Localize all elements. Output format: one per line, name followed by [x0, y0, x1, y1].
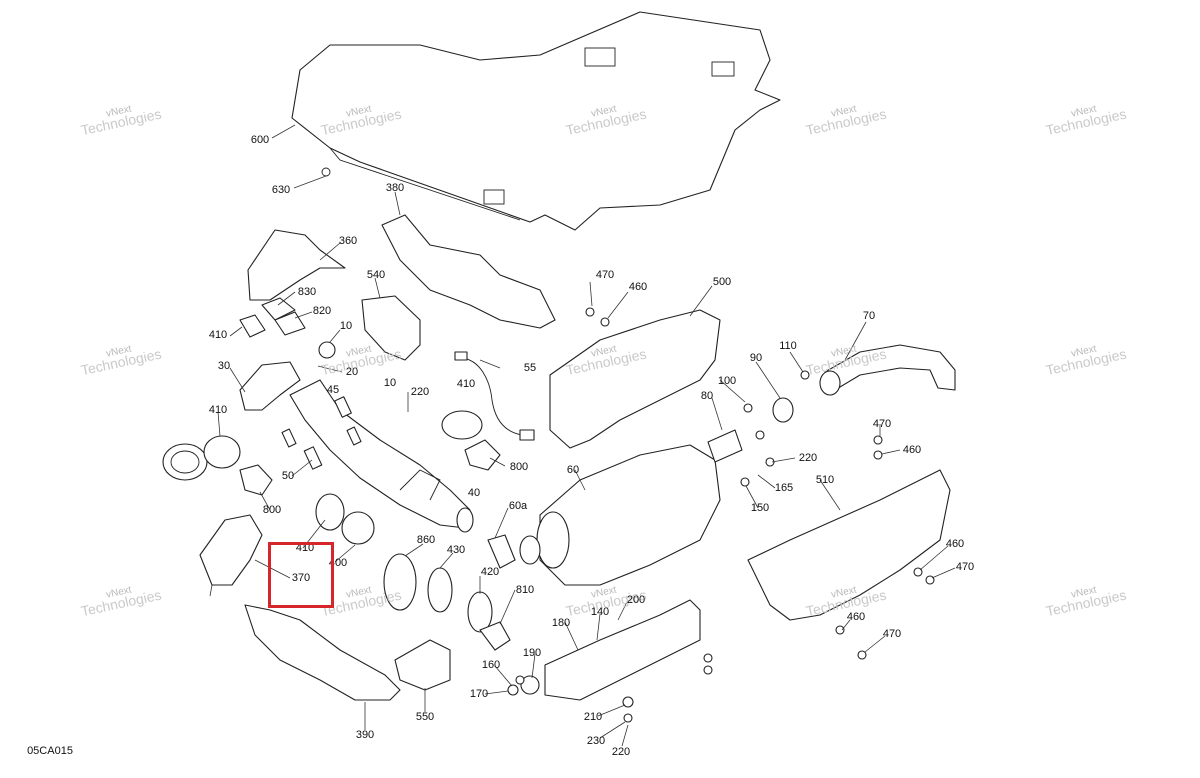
heat-shield-380 — [381, 214, 556, 329]
callout-470-b[interactable]: 470 — [872, 418, 892, 430]
callout-140[interactable]: 140 — [590, 606, 610, 618]
spring-45 — [334, 396, 352, 418]
callout-380[interactable]: 380 — [385, 182, 405, 194]
callout-45[interactable]: 45 — [326, 384, 340, 396]
callout-800-b[interactable]: 800 — [262, 504, 282, 516]
muffler-shield-500 — [549, 309, 721, 449]
callout-410-a[interactable]: 410 — [208, 329, 228, 341]
callout-190[interactable]: 190 — [522, 647, 542, 659]
callout-100[interactable]: 100 — [717, 375, 737, 387]
bushing-190 — [520, 675, 540, 695]
clip-820 — [274, 311, 306, 336]
callout-460-c[interactable]: 460 — [945, 538, 965, 550]
callout-470-d[interactable]: 470 — [882, 628, 902, 640]
callout-460-b[interactable]: 460 — [902, 444, 922, 456]
clamp-410c — [315, 493, 345, 531]
callout-70[interactable]: 70 — [862, 310, 876, 322]
callout-630[interactable]: 630 — [271, 184, 291, 196]
tailpipe-70 — [824, 344, 956, 391]
callout-55[interactable]: 55 — [523, 362, 537, 374]
callout-470-c[interactable]: 470 — [955, 561, 975, 573]
callout-30[interactable]: 30 — [217, 360, 231, 372]
pipe-370 — [199, 514, 263, 586]
callout-165[interactable]: 165 — [774, 482, 794, 494]
callout-860[interactable]: 860 — [416, 534, 436, 546]
callout-80[interactable]: 80 — [700, 390, 714, 402]
clamp-410b — [162, 443, 208, 481]
callout-410-d[interactable]: 410 — [295, 542, 315, 554]
spring-50 — [303, 446, 323, 470]
clip-810 — [479, 621, 511, 651]
callout-550[interactable]: 550 — [415, 711, 435, 723]
shield-540 — [361, 295, 421, 361]
clamp-410d — [441, 410, 483, 440]
callout-360[interactable]: 360 — [338, 235, 358, 247]
callout-820[interactable]: 820 — [312, 305, 332, 317]
pipe-30 — [239, 361, 301, 411]
bracket-200 — [544, 599, 701, 701]
callout-390[interactable]: 390 — [355, 729, 375, 741]
muffler-60 — [539, 444, 721, 586]
diagram-reference-code: 05CA015 — [27, 745, 73, 757]
callout-410-c[interactable]: 410 — [208, 404, 228, 416]
shield-550 — [394, 639, 451, 691]
sensor-55-cable — [461, 357, 523, 436]
gasket-90 — [772, 397, 794, 423]
clip-800a — [239, 464, 273, 496]
callout-10-a[interactable]: 10 — [339, 320, 353, 332]
callout-600[interactable]: 600 — [250, 134, 270, 146]
clamp-420 — [467, 591, 493, 633]
callout-420[interactable]: 420 — [480, 566, 500, 578]
callout-110[interactable]: 110 — [779, 340, 797, 352]
callout-10-b[interactable]: 10 — [383, 377, 397, 389]
callout-90[interactable]: 90 — [749, 352, 763, 364]
callout-200[interactable]: 200 — [626, 594, 646, 606]
callout-180[interactable]: 180 — [551, 617, 571, 629]
callout-40[interactable]: 40 — [467, 487, 481, 499]
callout-60[interactable]: 60 — [566, 464, 580, 476]
callout-500[interactable]: 500 — [712, 276, 732, 288]
callout-170[interactable]: 170 — [469, 688, 489, 700]
callout-470-a[interactable]: 470 — [595, 269, 615, 281]
pipe-80 — [707, 429, 743, 463]
callout-430[interactable]: 430 — [446, 544, 466, 556]
callout-220-a[interactable]: 220 — [410, 386, 430, 398]
callout-60a[interactable]: 60a — [508, 500, 528, 512]
heat-shield-390 — [244, 604, 401, 701]
clamp-430 — [427, 567, 453, 613]
callout-800-a[interactable]: 800 — [509, 461, 529, 473]
callout-150[interactable]: 150 — [750, 502, 770, 514]
callout-400[interactable]: 400 — [328, 557, 348, 569]
clip-800b — [464, 439, 501, 471]
callout-410-b[interactable]: 410 — [456, 378, 476, 390]
clip-830 — [261, 297, 296, 321]
callout-810[interactable]: 810 — [515, 584, 535, 596]
callout-50[interactable]: 50 — [281, 470, 295, 482]
clamp-410a — [239, 314, 266, 338]
callout-540[interactable]: 540 — [366, 269, 386, 281]
callout-220-c[interactable]: 220 — [611, 746, 631, 758]
callout-220-b[interactable]: 220 — [798, 452, 818, 464]
callout-460-a[interactable]: 460 — [628, 281, 648, 293]
heat-shield-510 — [747, 469, 951, 621]
callout-830[interactable]: 830 — [297, 286, 317, 298]
callout-210[interactable]: 210 — [583, 711, 603, 723]
ring-10a — [318, 341, 336, 359]
heat-shield-600 — [291, 11, 781, 231]
callout-460-d[interactable]: 460 — [846, 611, 866, 623]
callout-160[interactable]: 160 — [481, 659, 501, 671]
callout-20[interactable]: 20 — [345, 366, 359, 378]
callout-510[interactable]: 510 — [815, 474, 835, 486]
ring-860 — [383, 553, 417, 611]
callout-370[interactable]: 370 — [291, 572, 311, 584]
callout-230[interactable]: 230 — [586, 735, 606, 747]
heat-shield-360 — [247, 229, 346, 301]
part-60a — [487, 534, 516, 569]
